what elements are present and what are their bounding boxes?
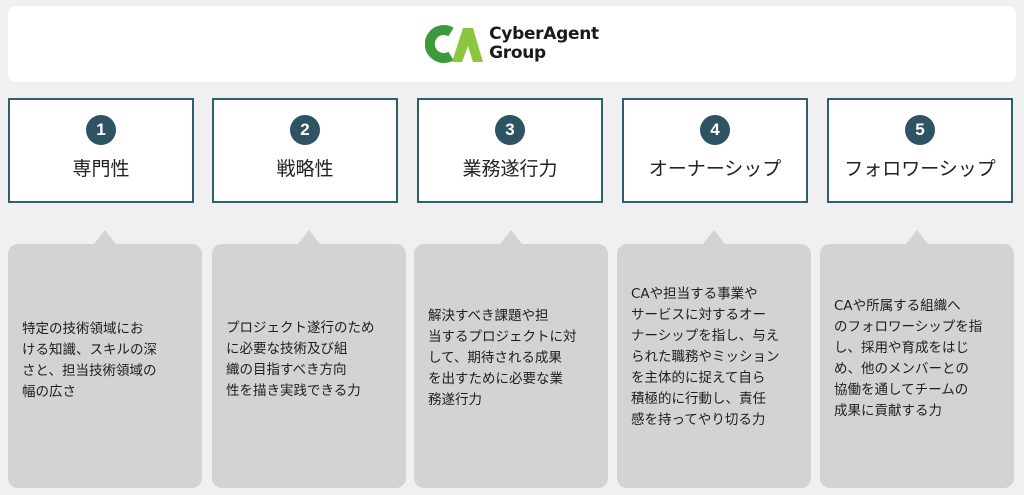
competency-card-4: 4 オーナーシップ [622,98,808,203]
description-line: 積極的に行動し、責任 [631,391,766,407]
description-line: CAや担当する事業や [631,286,758,302]
step-number-badge: 3 [495,115,525,145]
description-line: られた職務やミッション [631,349,780,365]
description-bubble-1: 特定の技術領域にお ける知識、スキルの深 さと、担当技術領域の 幅の広さ [8,244,202,488]
description-line: のフォロワーシップを指 [834,319,983,335]
description-line: を主体的に捉えて自ら [631,370,766,386]
description-line: め、他のメンバーとの [834,361,969,377]
ca-logo-mark [425,25,484,63]
competency-title: 業務遂行力 [462,158,558,180]
logo-name-line2: Group [489,43,546,63]
step-number-badge: 2 [290,115,320,145]
description-line: サービスに対するオー [631,307,766,323]
step-number-badge: 5 [905,115,935,145]
description-line: 織の目指すべき方向 [226,362,347,378]
description-line: CAや所属する組織へ [834,298,961,314]
description-line: 性を描き実践できる力 [226,383,361,399]
competency-title: フォロワーシップ [844,158,996,180]
description-bubble-2: プロジェクト遂行のため に必要な技術及び組 織の目指すべき方向 性を描き実践でき… [212,244,406,488]
description-bubble-4: CAや担当する事業や サービスに対するオー ナーシップを指し、与え られた職務や… [617,244,811,488]
description-line: を出すために必要な業 [428,371,563,387]
description-line: に必要な技術及び組 [226,341,348,357]
description-line: 務遂行力 [428,392,482,408]
description-line: 協働を通してチームの [834,382,969,398]
logo-wordmark: CyberAgent Group [489,25,599,63]
description-line: 幅の広さ [22,384,76,400]
description-line: プロジェクト遂行のため [226,320,375,336]
description-line: 特定の技術領域にお [22,321,144,337]
competency-card-1: 1 専門性 [8,98,194,203]
description-line: 解決すべき課題や担 [428,308,549,324]
competency-title: オーナーシップ [648,158,782,180]
cyberagent-logo: CyberAgent Group [425,24,599,64]
description-line: 当するプロジェクトに対 [428,329,577,345]
competency-card-3: 3 業務遂行力 [417,98,603,203]
step-number-badge: 1 [86,115,116,145]
logo-name-line1: CyberAgent [489,24,599,44]
description-text: プロジェクト遂行のため に必要な技術及び組 織の目指すべき方向 性を描き実践でき… [226,318,396,402]
description-text: 特定の技術領域にお ける知識、スキルの深 さと、担当技術領域の 幅の広さ [22,319,192,403]
description-line: さと、担当技術領域の [22,363,157,379]
description-text: CAや担当する事業や サービスに対するオー ナーシップを指し、与え られた職務や… [631,284,801,431]
description-line: 成果に貢献する力 [834,403,942,419]
competency-title: 専門性 [72,158,130,180]
description-line: ける知識、スキルの深 [22,342,157,358]
competency-title: 戦略性 [276,158,334,180]
description-bubble-5: CAや所属する組織へ のフォロワーシップを指 し、採用や育成をはじ め、他のメン… [820,244,1014,488]
description-text: CAや所属する組織へ のフォロワーシップを指 し、採用や育成をはじ め、他のメン… [834,296,1004,422]
competency-card-5: 5 フォロワーシップ [827,98,1013,203]
description-line: ナーシップを指し、与え [631,328,780,344]
description-text: 解決すべき課題や担 当するプロジェクトに対 して、期待される成果 を出すために必… [428,306,598,411]
competency-card-2: 2 戦略性 [212,98,398,203]
description-line: 感を持ってやり切る力 [631,412,766,428]
step-number-badge: 4 [700,115,730,145]
description-line: し、採用や育成をはじ [834,340,969,356]
description-bubble-3: 解決すべき課題や担 当するプロジェクトに対 して、期待される成果 を出すために必… [414,244,608,488]
header-banner: CyberAgent Group [8,6,1016,82]
description-line: して、期待される成果 [428,350,562,366]
